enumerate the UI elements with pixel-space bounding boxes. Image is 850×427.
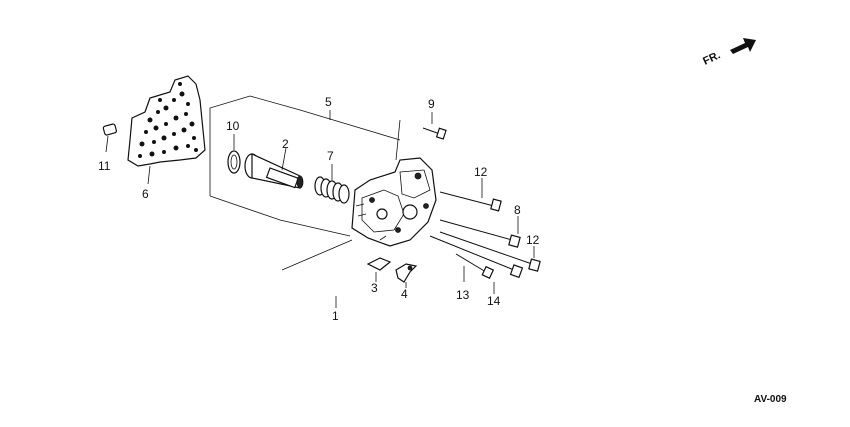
shaft — [289, 277, 383, 309]
callout-7: 7 — [327, 149, 334, 163]
dowel-pin — [102, 123, 117, 136]
bolt-12-lower — [439, 231, 541, 272]
o-ring — [227, 150, 241, 174]
assembly-group-outline — [209, 95, 401, 237]
callout-8: 8 — [514, 203, 521, 217]
bolt-14 — [429, 235, 524, 279]
callout-12-upper: 12 — [474, 165, 488, 179]
callout-6: 6 — [142, 187, 149, 201]
callout-4: 4 — [401, 287, 408, 301]
bolt-8 — [439, 219, 521, 248]
diagram-code: AV-009 — [754, 394, 787, 405]
callout-5: 5 — [325, 95, 332, 109]
valve-body — [351, 157, 437, 247]
callout-14: 14 — [487, 294, 501, 308]
filter — [366, 257, 392, 271]
callout-3: 3 — [371, 281, 378, 295]
front-arrow-icon — [730, 38, 756, 54]
bolt-9 — [422, 127, 447, 140]
callout-9: 9 — [428, 97, 435, 111]
bolt-13 — [455, 253, 495, 280]
front-direction-marker: FR. — [701, 38, 756, 68]
callout-2: 2 — [282, 137, 289, 151]
valve — [244, 153, 304, 189]
svg-text:FR.: FR. — [701, 49, 722, 67]
lever — [395, 263, 418, 283]
callout-10: 10 — [226, 119, 240, 133]
callout-11: 11 — [98, 159, 111, 173]
bolt-12-upper — [439, 191, 502, 212]
separator-plate — [127, 75, 206, 167]
callout-13: 13 — [456, 288, 470, 302]
callout-12-lower: 12 — [526, 233, 540, 247]
spring — [314, 176, 350, 204]
callout-1: 1 — [332, 309, 339, 323]
